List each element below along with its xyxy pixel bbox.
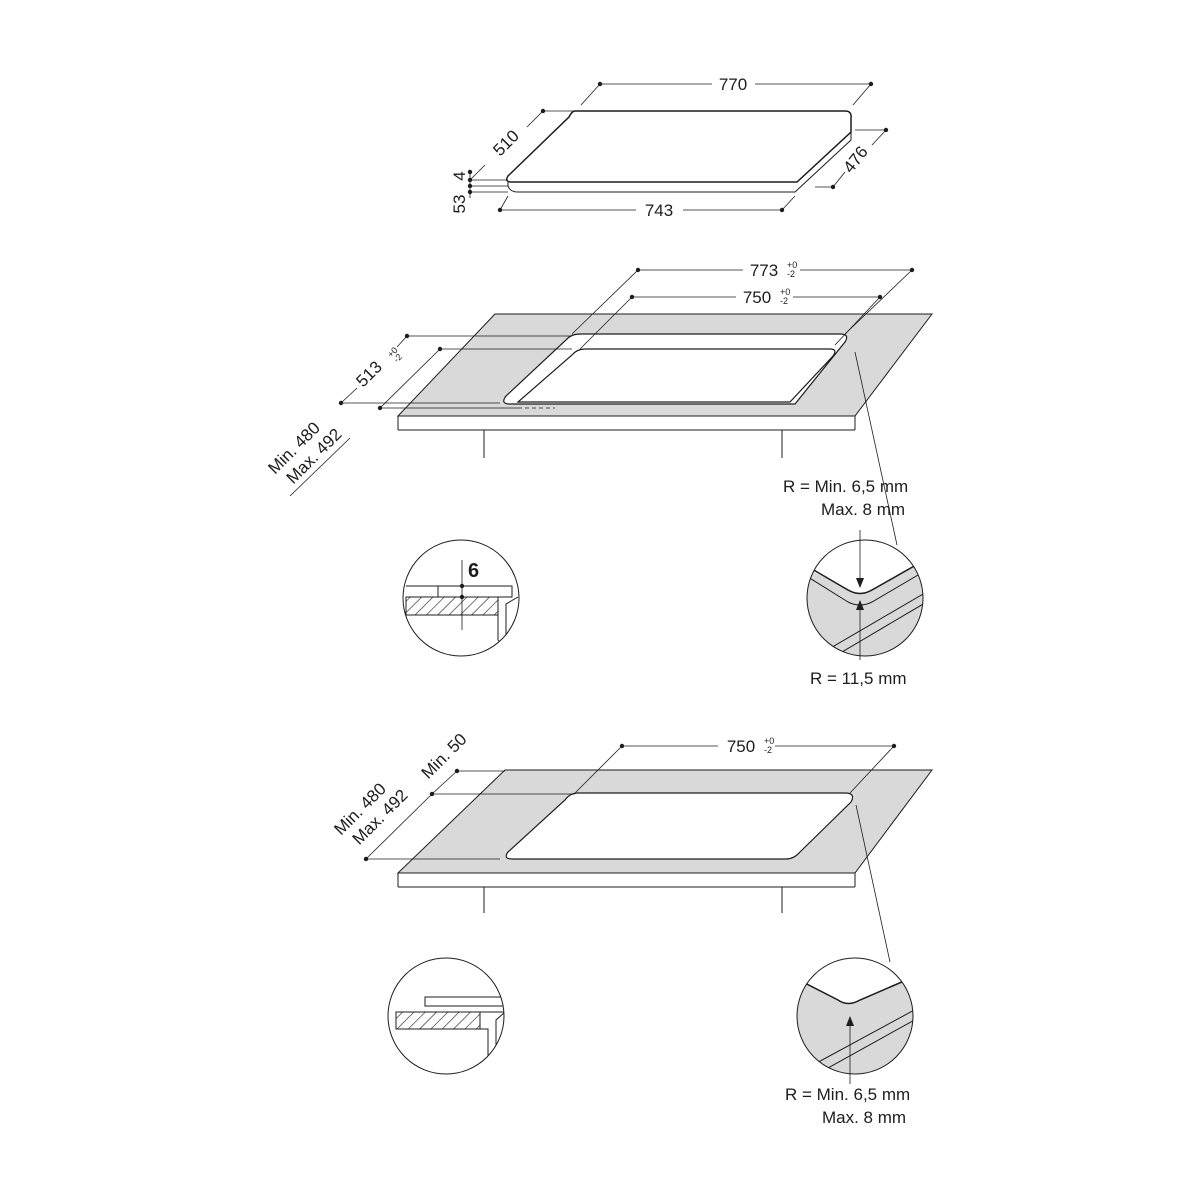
dimension-750-flush: 750 +0 -2 — [579, 287, 883, 350]
radius-callout-flush: R = Min. 6,5 mm Max. 8 mm — [783, 351, 908, 546]
radius-standard-label-2: Max. 8 mm — [822, 1108, 906, 1127]
width-outer-label: 773 — [750, 261, 778, 280]
width-standard-tol-bottom: -2 — [764, 745, 772, 755]
depth-bottom-label: 476 — [839, 143, 871, 177]
dimension-773: 773 +0 -2 — [571, 260, 915, 335]
width-outer-tol-bottom: -2 — [787, 269, 795, 279]
thickness-label: 4 — [450, 171, 469, 180]
detail-corner-radius-flush: R = 11,5 mm — [806, 530, 924, 688]
step-depth-label: 6 — [468, 560, 479, 582]
depth-outer-label: 513 — [352, 357, 385, 390]
width-inner-label: 750 — [743, 288, 771, 307]
dimension-4-53: 4 53 — [450, 169, 508, 214]
cutout-standard-hole — [505, 792, 854, 860]
width-outer-tol-top: +0 — [787, 260, 797, 270]
dimension-770: 770 — [580, 75, 874, 106]
width-inner-tol-bottom: -2 — [780, 296, 788, 306]
width-top-label: 770 — [719, 75, 747, 94]
radius-callout-standard — [855, 804, 891, 963]
dimension-510: 510 — [467, 108, 575, 183]
inner-radius-label: R = 11,5 mm — [810, 669, 907, 688]
detail-step-section: 6 — [402, 539, 520, 657]
hob-outline — [505, 110, 852, 193]
height-label: 53 — [450, 195, 469, 214]
radius-standard-label-1: R = Min. 6,5 mm — [785, 1085, 910, 1104]
front-min-label: Min. 50 — [418, 730, 471, 783]
detail-corner-radius-standard: R = Min. 6,5 mm Max. 8 mm — [785, 957, 914, 1127]
width-inner-tol-top: +0 — [780, 287, 790, 297]
detail-surface-mount-section — [387, 957, 505, 1075]
cutout-flush-outer — [503, 333, 848, 409]
dimension-476: 476 — [815, 127, 889, 190]
depth-top-label: 510 — [489, 126, 522, 159]
width-standard-label: 750 — [727, 737, 755, 756]
dimension-743: 743 — [497, 195, 796, 220]
width-bottom-label: 743 — [645, 201, 673, 220]
radius-label-1: R = Min. 6,5 mm — [783, 477, 908, 496]
width-standard-tol-top: +0 — [764, 736, 774, 746]
dimension-750-standard: 750 +0 -2 — [574, 736, 897, 794]
radius-label-2: Max. 8 mm — [821, 500, 905, 519]
